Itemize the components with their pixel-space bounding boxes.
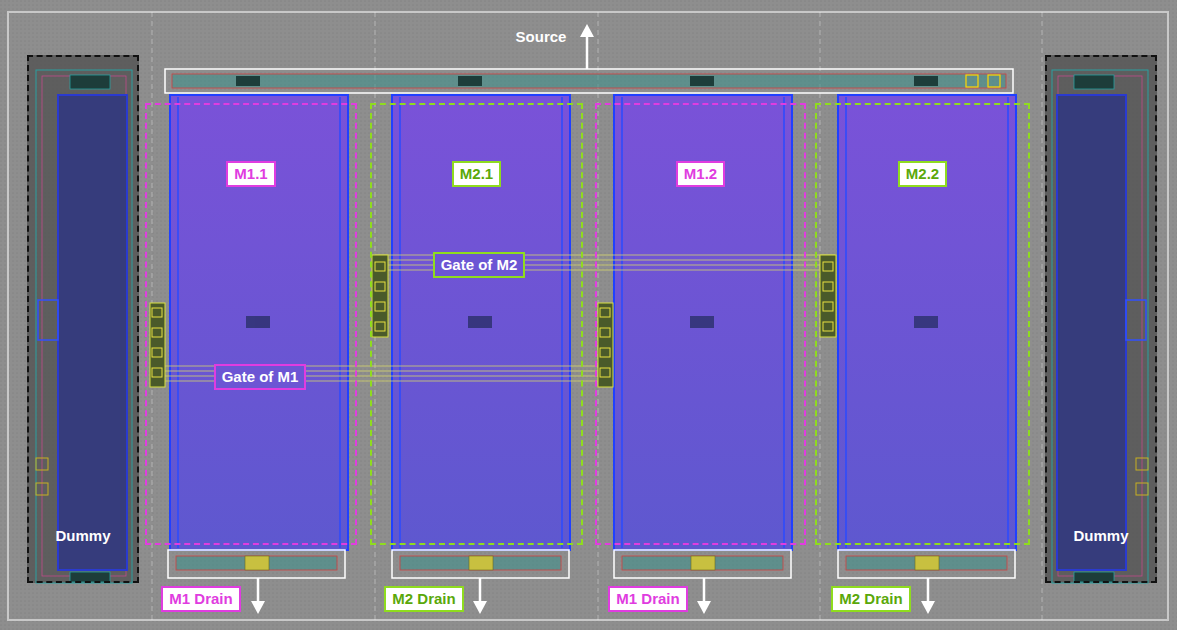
drain-bars (168, 550, 1015, 578)
gate-label: Gate of M1 (214, 364, 307, 390)
callout-text: M1 Drain (616, 590, 679, 608)
source-arrow (580, 24, 594, 69)
drain-label: M1 Drain (608, 586, 687, 612)
drain-label: M1 Drain (161, 586, 240, 612)
callout-text: M2 Drain (392, 590, 455, 608)
terminal-label: Source (516, 28, 567, 46)
transistor-fingers (170, 95, 1016, 550)
device-label: M1.2 (676, 161, 725, 187)
callout-text: M1 Drain (169, 590, 232, 608)
transistor-finger-region: M1.2 (595, 103, 806, 545)
dummy-device (1045, 55, 1157, 583)
dummy-device (27, 55, 139, 583)
device-label: M2.1 (452, 161, 501, 187)
transistor-finger-region: M2.2 (815, 103, 1030, 545)
device-label: M2.2 (898, 161, 947, 187)
drain-arrows (251, 578, 935, 614)
dummy-label: Dummy (29, 527, 137, 545)
dummy-region: Dummy (1045, 55, 1157, 583)
callout-text: M2 Drain (839, 590, 902, 608)
dummy-region: Dummy (27, 55, 139, 583)
drain-label: M2 Drain (384, 586, 463, 612)
transistor-finger-region: M1.1Gate of M1 (145, 103, 357, 545)
transistor-finger-region: M2.1Gate of M2 (370, 103, 583, 545)
drain-label: M2 Drain (831, 586, 910, 612)
callout-text: Gate of M1 (222, 368, 299, 386)
callout-text: Gate of M2 (441, 256, 518, 274)
dummy-label: Dummy (1047, 527, 1155, 545)
gate-label: Gate of M2 (433, 252, 526, 278)
frame (8, 12, 1168, 620)
source-bar (165, 69, 1013, 93)
device-label: M1.1 (226, 161, 275, 187)
